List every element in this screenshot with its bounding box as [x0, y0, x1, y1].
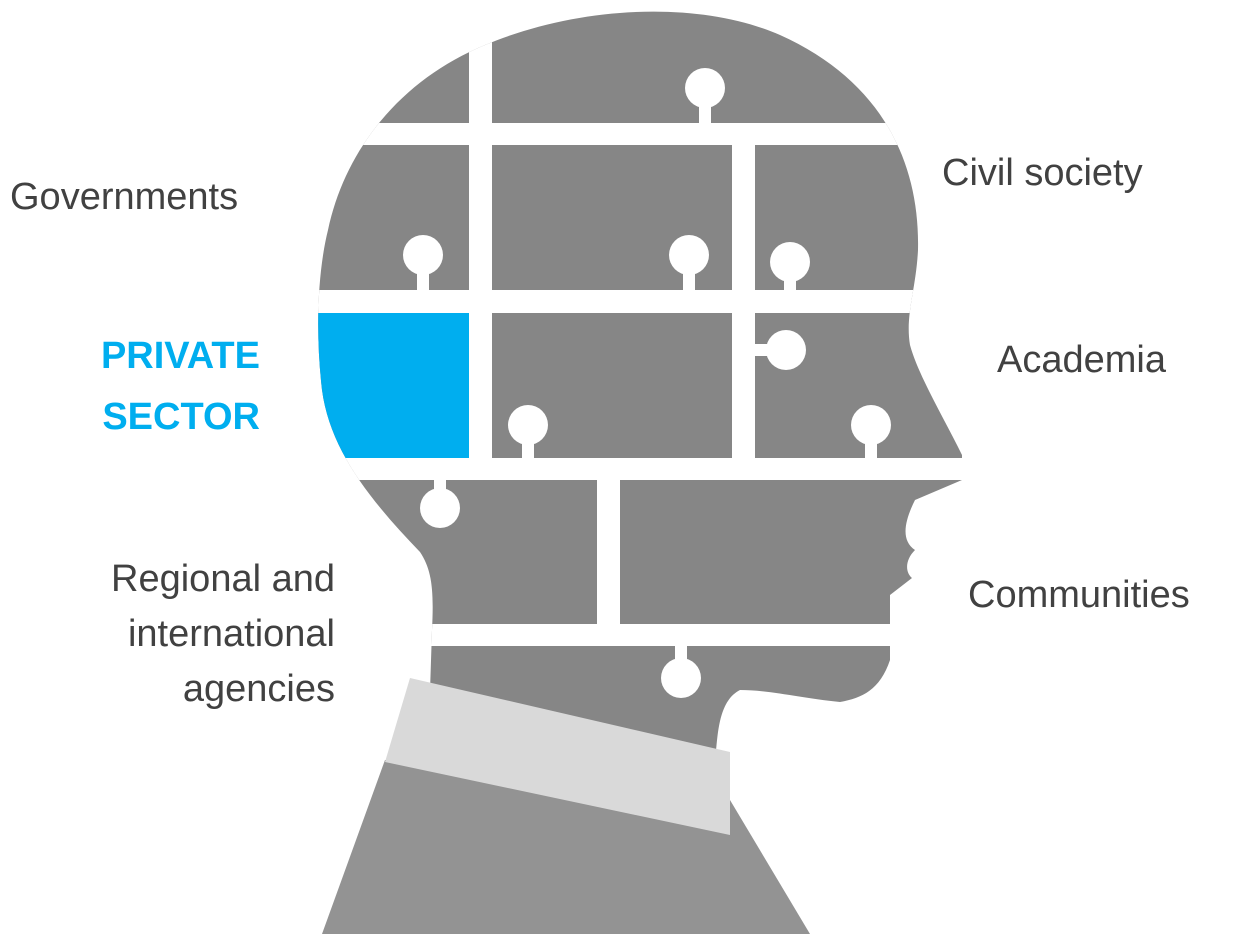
governments-label: Governments [10, 176, 239, 218]
regional-international-agencies-label: Regional and international agencies [111, 558, 335, 710]
puzzle-knobs [403, 68, 891, 459]
head-silhouette [318, 11, 962, 753]
private-sector-piece [318, 313, 469, 458]
civil-society-label: Civil society [942, 152, 1143, 194]
collar-shape [385, 678, 730, 835]
private-sector-label: PRIVATE SECTOR [100, 335, 260, 438]
academia-label: Academia [997, 339, 1166, 381]
communities-label: Communities [968, 574, 1190, 616]
